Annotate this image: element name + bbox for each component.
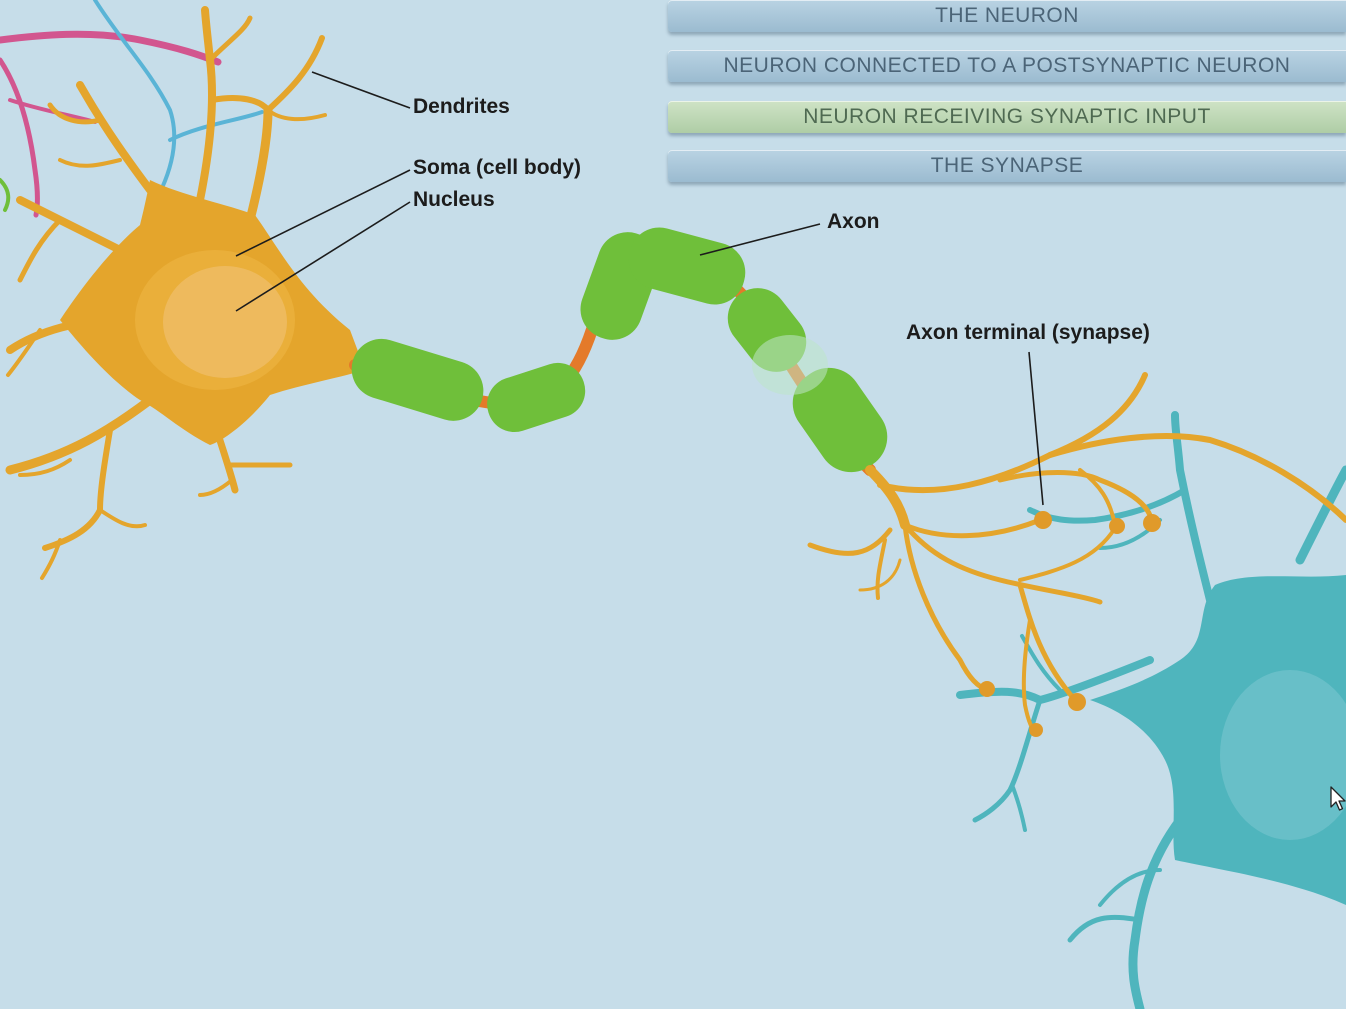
label-axon-terminal: Axon terminal (synapse) (906, 321, 1150, 344)
axon-terminal-branches (807, 372, 1346, 732)
label-soma: Soma (cell body) (413, 156, 582, 179)
menu-button-postsynaptic-neuron[interactable]: NEURON CONNECTED TO A POSTSYNAPTIC NEURO… (668, 50, 1346, 82)
nucleus-shape (163, 266, 287, 378)
label-axon: Axon (827, 210, 880, 233)
dendrites (5, 6, 327, 580)
axon-highlight (752, 335, 828, 395)
menu-button-the-neuron[interactable]: THE NEURON (668, 0, 1346, 32)
leader-lines (235, 71, 1044, 506)
mouse-pointer-icon (1330, 786, 1346, 811)
label-nucleus: Nucleus (413, 188, 495, 211)
menu-button-synaptic-input[interactable]: NEURON RECEIVING SYNAPTIC INPUT (668, 101, 1346, 133)
postsynaptic-neuron (956, 411, 1346, 1009)
input-axon-blue (0, 0, 264, 212)
menu-button-the-synapse[interactable]: THE SYNAPSE (668, 150, 1346, 182)
myelin-sheath (351, 227, 888, 473)
label-dendrites: Dendrites (413, 95, 510, 118)
synaptic-boutons (979, 511, 1161, 737)
input-axon-pink (0, 30, 222, 218)
